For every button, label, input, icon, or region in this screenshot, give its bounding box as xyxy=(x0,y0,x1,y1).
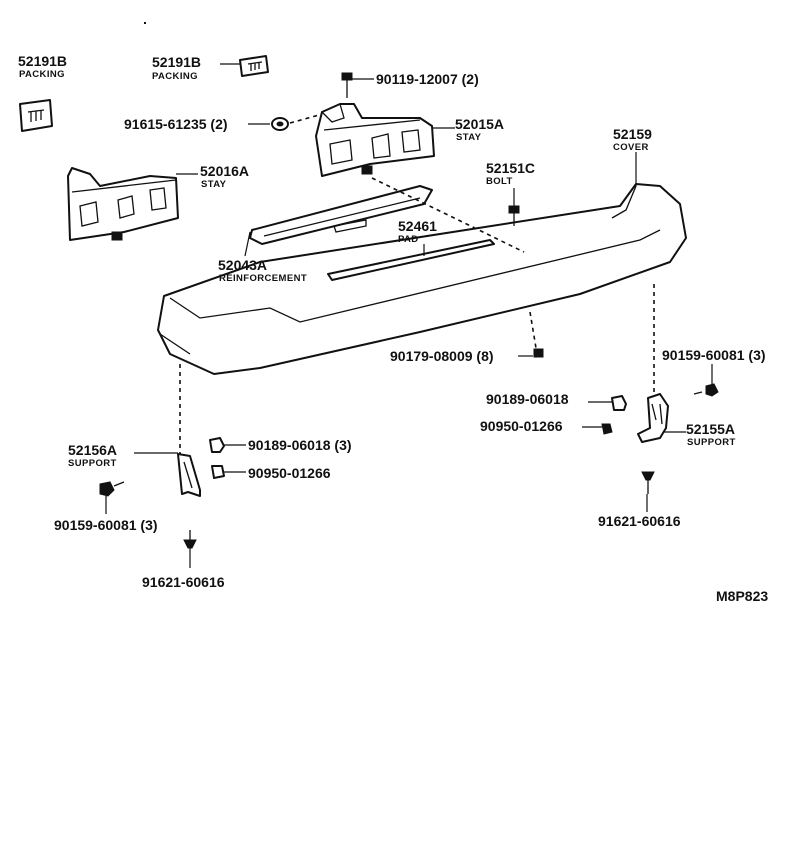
packing-right-part[interactable] xyxy=(239,55,269,77)
speck-mark xyxy=(144,22,146,24)
reinforcement-number: 52043A xyxy=(218,257,267,273)
clip-right-part[interactable] xyxy=(601,423,613,435)
rivet-right-number: 91621-60616 xyxy=(598,513,681,529)
rivet-right-part[interactable] xyxy=(641,471,655,494)
support-left-part[interactable] xyxy=(177,453,201,497)
stay-left-name: STAY xyxy=(201,179,227,190)
stay-left-part[interactable] xyxy=(67,167,179,241)
cover-name: COVER xyxy=(613,142,649,153)
support-right-name: SUPPORT xyxy=(687,437,736,448)
pad-number: 52461 xyxy=(398,218,437,234)
nut-left-number: 90189-06018 (3) xyxy=(248,437,352,453)
rivet-left-number: 91621-60616 xyxy=(142,574,225,590)
clip-right-number: 90950-01266 xyxy=(480,418,563,434)
stay-right-name: STAY xyxy=(456,132,482,143)
clip-left-number: 90950-01266 xyxy=(248,465,331,481)
reinforcement-leader xyxy=(244,231,251,257)
pad-part[interactable] xyxy=(327,239,495,281)
reinforcement-name: REINFORCEMENT xyxy=(219,273,307,284)
bolt-center-number: 52151C xyxy=(486,160,535,176)
screw-left-number: 90159-60081 (3) xyxy=(54,517,158,533)
pad-name: PAD xyxy=(398,234,419,245)
nut-bottom-part[interactable] xyxy=(533,348,544,358)
stay-right-part[interactable] xyxy=(315,103,435,177)
nut-clip-part[interactable] xyxy=(271,117,289,131)
bolt-top-part[interactable] xyxy=(341,72,353,98)
packing-left-part[interactable] xyxy=(19,99,53,132)
support-left-name: SUPPORT xyxy=(68,458,117,469)
nut-clip-number: 91615-61235 (2) xyxy=(124,116,228,132)
packing-right-number: 52191B xyxy=(152,54,201,70)
stay-left-number: 52016A xyxy=(200,163,249,179)
stay-right-number: 52015A xyxy=(455,116,504,132)
cover-part[interactable] xyxy=(157,183,687,375)
cover-number: 52159 xyxy=(613,126,652,142)
screw-right-part[interactable] xyxy=(693,383,719,397)
nut-right-number: 90189-06018 xyxy=(486,391,569,407)
nut-left-part[interactable] xyxy=(209,437,225,453)
diagram-code: M8P823 xyxy=(716,588,768,604)
packing-left-number: 52191B xyxy=(18,53,67,69)
rivet-left-part[interactable] xyxy=(183,530,197,549)
support-right-number: 52155A xyxy=(686,421,735,437)
screw-left-part[interactable] xyxy=(99,481,125,497)
packing-left-name: PACKING xyxy=(19,69,65,80)
bolt-top-number: 90119-12007 (2) xyxy=(376,71,479,87)
bolt-center-name: BOLT xyxy=(486,176,513,187)
packing-right-name: PACKING xyxy=(152,71,198,82)
support-left-number: 52156A xyxy=(68,442,117,458)
clip-left-part[interactable] xyxy=(211,465,225,479)
nut-bottom-dashline xyxy=(529,311,537,349)
nut-right-part[interactable] xyxy=(611,395,627,411)
support-right-part[interactable] xyxy=(637,393,669,443)
screw-right-number: 90159-60081 (3) xyxy=(662,347,766,363)
nut-bottom-number: 90179-08009 (8) xyxy=(390,348,494,364)
